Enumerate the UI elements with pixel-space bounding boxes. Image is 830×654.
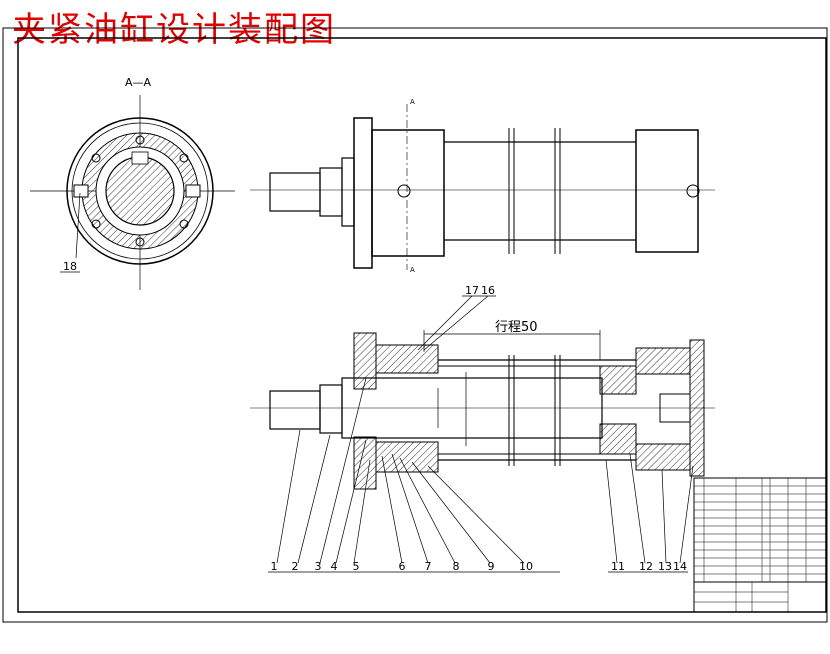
section-view-aa: A—A [30,76,235,290]
part-number: 2 [292,560,299,573]
inner-frame [17,37,827,613]
part-number: 4 [331,560,338,573]
part-number: 12 [639,560,653,573]
outer-frame [2,27,828,623]
part-number: 5 [353,560,360,573]
part-number: 18 [63,260,77,273]
part-number: 13 [658,560,672,573]
leader-lines [75,192,694,564]
part-number: 10 [519,560,533,573]
part-numbers: 1 2 3 4 5 6 7 8 9 10 11 12 13 14 16 17 1… [63,260,687,573]
part-number: 14 [673,560,687,573]
part-number: 9 [488,560,495,573]
part-number: 17 [465,284,479,297]
cut-marker-bottom: A [410,266,415,274]
part-number: 7 [425,560,432,573]
part-number: 3 [315,560,322,573]
section-label: A—A [125,76,152,89]
drawing-title: 夹紧油缸设计装配图 [12,10,336,50]
external-view: A A [250,98,715,274]
part-number-underlines [60,271,688,573]
part-number: 16 [481,284,495,297]
assembly-section-view: 行程50 [250,320,715,490]
parts-list-table [693,477,827,613]
part-number: 6 [399,560,406,573]
part-number: 1 [271,560,278,573]
part-number: 8 [453,560,460,573]
cut-marker-top: A [410,98,415,106]
stroke-dimension: 行程50 [495,320,538,335]
part-number: 11 [611,560,625,573]
